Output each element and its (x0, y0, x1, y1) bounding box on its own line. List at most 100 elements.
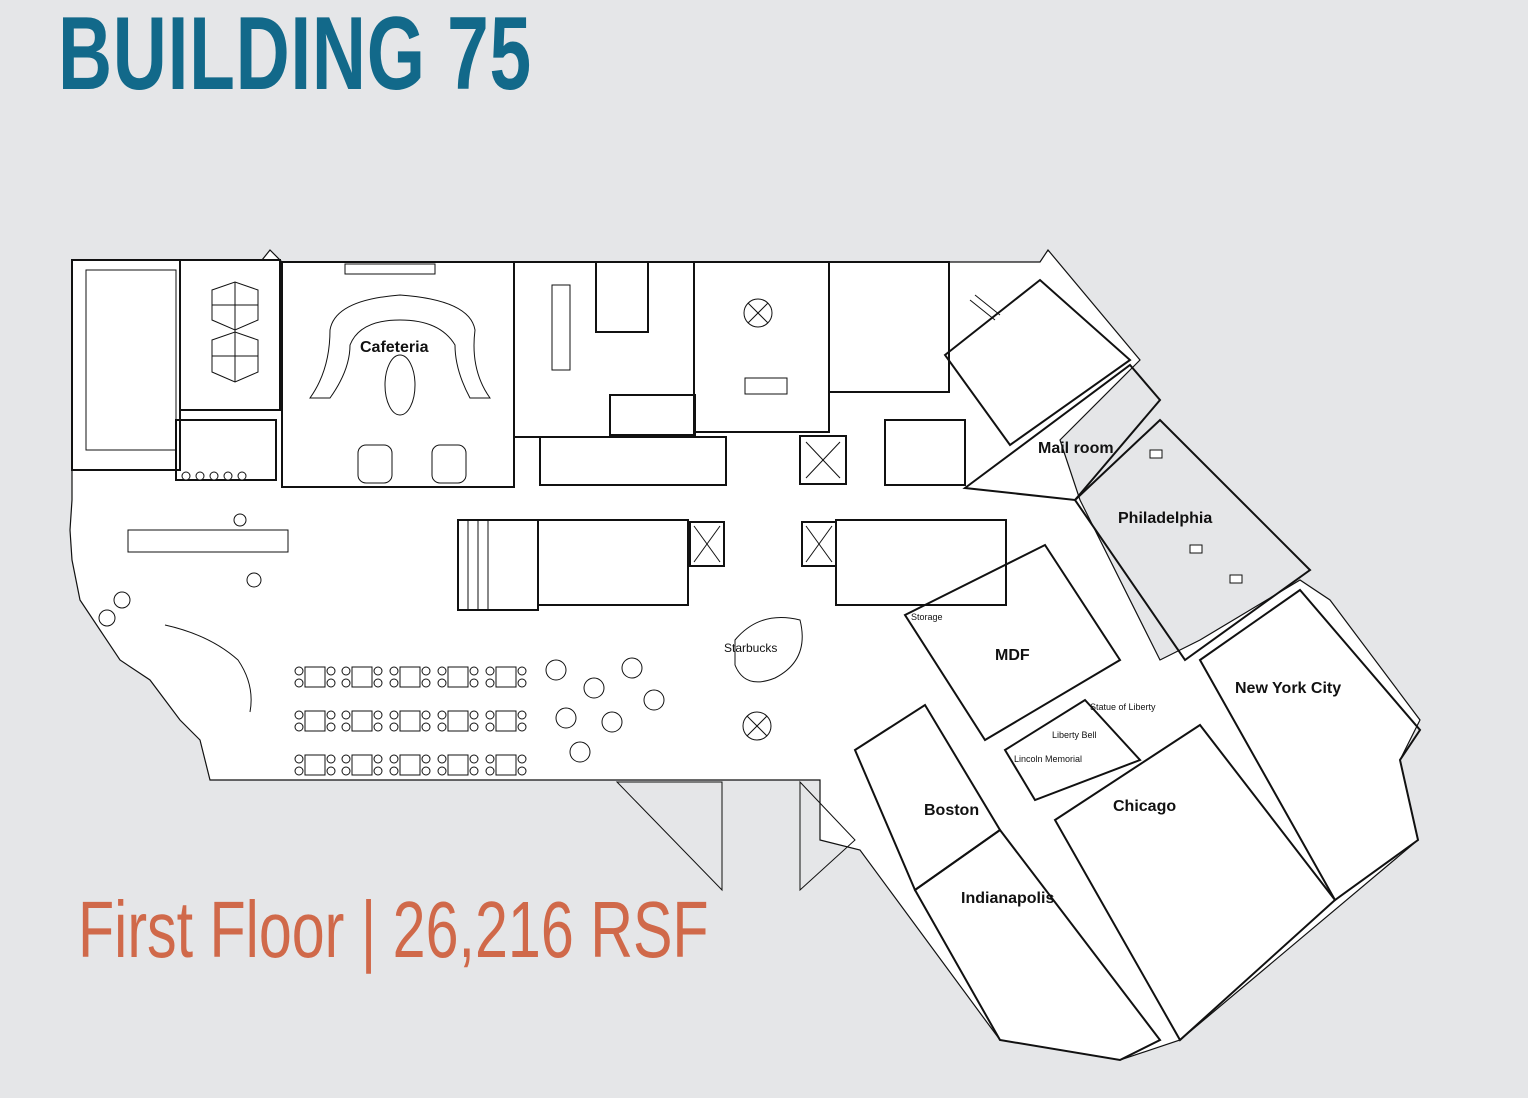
lower-entrances (615, 711, 856, 892)
dining-chair (373, 766, 383, 776)
service-rooms (513, 261, 966, 486)
dining-chair (485, 678, 495, 688)
dining-chair (326, 766, 336, 776)
label-starbucks: Starbucks (724, 641, 777, 655)
dining-chair (517, 754, 527, 764)
label-storage: Storage (911, 612, 943, 622)
dining-chair (294, 666, 304, 676)
upper-left-rooms (71, 259, 281, 481)
dining-chair (421, 766, 431, 776)
dining-table (399, 666, 421, 688)
dining-chair (389, 666, 399, 676)
label-chicago: Chicago (1113, 798, 1176, 815)
round-table (569, 741, 591, 763)
label-philadelphia: Philadelphia (1118, 510, 1212, 527)
dining-chair (517, 722, 527, 732)
dining-chair (469, 722, 479, 732)
dining-chair (294, 722, 304, 732)
dining-table (399, 754, 421, 776)
dining-chair (437, 666, 447, 676)
dining-chair (341, 722, 351, 732)
label-cafeteria: Cafeteria (360, 339, 429, 356)
dining-chair (294, 710, 304, 720)
dining-chair (373, 754, 383, 764)
dining-chair (469, 754, 479, 764)
round-table (583, 677, 605, 699)
dining-chair (517, 678, 527, 688)
dining-chair (326, 666, 336, 676)
dining-chair (389, 678, 399, 688)
restroom-core (457, 519, 1007, 611)
dining-chair (485, 666, 495, 676)
label-indianapolis: Indianapolis (961, 890, 1054, 907)
dining-table (495, 710, 517, 732)
dining-chair (421, 678, 431, 688)
dining-chair (421, 710, 431, 720)
label-lincoln-memorial: Lincoln Memorial (1014, 754, 1082, 764)
dining-table (495, 754, 517, 776)
dining-chair (421, 754, 431, 764)
dining-chair (389, 710, 399, 720)
dining-chair (326, 678, 336, 688)
dining-chair (421, 722, 431, 732)
dining-table (351, 754, 373, 776)
label-statue-of-liberty: Statue of Liberty (1090, 702, 1156, 712)
dining-chair (341, 754, 351, 764)
building-outline (69, 248, 1421, 1061)
dining-chair (373, 710, 383, 720)
dining-chair (294, 678, 304, 688)
dining-chair (437, 766, 447, 776)
dining-chair (326, 754, 336, 764)
dining-table (304, 666, 326, 688)
label-new-york: New York City (1235, 680, 1341, 697)
dining-table (304, 710, 326, 732)
mdf-room: Storage MDF (903, 543, 1122, 742)
dining-chair (326, 722, 336, 732)
dining-chair (294, 766, 304, 776)
dining-chair (485, 710, 495, 720)
dining-table (447, 666, 469, 688)
dining-chair (421, 666, 431, 676)
dining-chair (437, 678, 447, 688)
dining-chair (373, 666, 383, 676)
cafeteria-room: Cafeteria (281, 261, 515, 488)
dining-chair (517, 666, 527, 676)
dining-table (304, 754, 326, 776)
dining-chair (341, 678, 351, 688)
dining-chair (373, 722, 383, 732)
dining-table (447, 754, 469, 776)
dining-chair (469, 678, 479, 688)
label-liberty-bell: Liberty Bell (1052, 730, 1097, 740)
dining-chair (341, 666, 351, 676)
starbucks-kiosk: Starbucks (724, 617, 803, 683)
dining-chair (469, 766, 479, 776)
dining-chair (341, 766, 351, 776)
dining-chair (485, 722, 495, 732)
building-title: BUILDING 75 (58, 0, 532, 112)
dining-chair (373, 678, 383, 688)
dining-chair (341, 710, 351, 720)
round-table (601, 711, 623, 733)
dining-chair (294, 754, 304, 764)
northeast-wing: Mail room (943, 278, 1162, 502)
round-table (555, 707, 577, 729)
dining-chair (469, 666, 479, 676)
label-mail-room: Mail room (1038, 440, 1114, 457)
dining-chair (437, 710, 447, 720)
label-mdf: MDF (995, 647, 1030, 664)
southwest-office-wing: Boston Indianapolis (853, 703, 1162, 1062)
dining-chair (389, 754, 399, 764)
round-table (643, 689, 665, 711)
dining-chair (485, 754, 495, 764)
dining-table (447, 710, 469, 732)
dining-chair (389, 722, 399, 732)
lounge-area (98, 513, 289, 713)
dining-table (351, 710, 373, 732)
philadelphia-room: Philadelphia (1073, 418, 1312, 662)
dining-chair (389, 766, 399, 776)
small-conference-rooms: Statue of Liberty Liberty Bell Lincoln M… (1003, 698, 1156, 802)
dining-chair (485, 766, 495, 776)
dining-chair (326, 710, 336, 720)
round-table (545, 659, 567, 681)
